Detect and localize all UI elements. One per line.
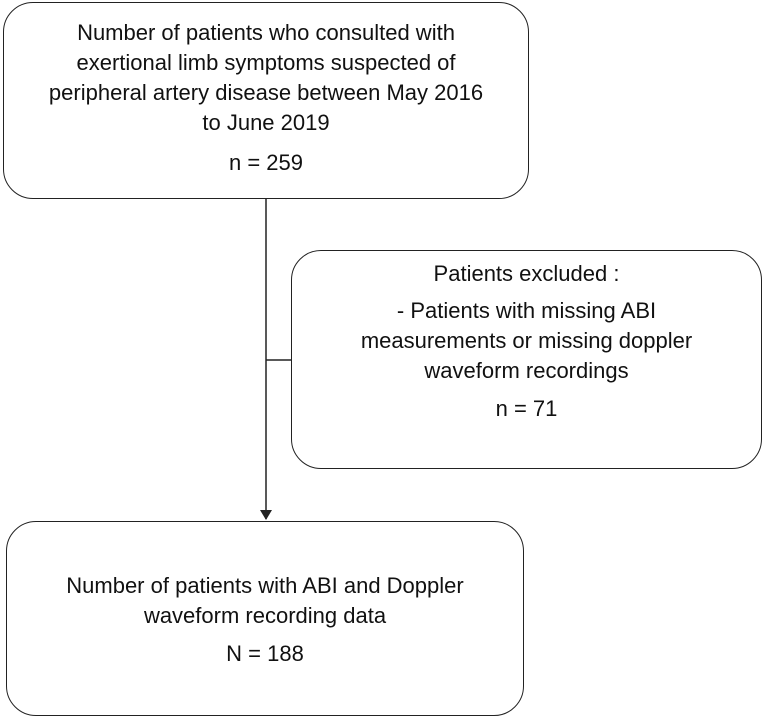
excluded-reason-line-1: - Patients with missing ABI [396, 298, 657, 323]
included-patients-box: Number of patients with ABI and Doppler … [6, 521, 524, 716]
eligible-description-line-1: Number of patients who consulted with [77, 20, 455, 45]
eligible-count: n = 259 [228, 150, 303, 175]
eligible-description-line-3: peripheral artery disease between May 20… [48, 80, 484, 105]
eligible-patients-box: Number of patients who consulted with ex… [3, 2, 529, 199]
excluded-reason-line-3: waveform recordings [424, 358, 629, 383]
eligible-description-line-2: exertional limb symptoms suspected of [76, 50, 456, 75]
included-description-line-1: Number of patients with ABI and Doppler [66, 573, 464, 598]
included-count: N = 188 [226, 641, 304, 666]
excluded-patients-box: Patients excluded : - Patients with miss… [291, 250, 762, 469]
excluded-heading: Patients excluded : [433, 261, 620, 286]
excluded-count: n = 71 [495, 396, 558, 421]
eligible-description-line-4: to June 2019 [202, 110, 330, 135]
included-description-line-2: waveform recording data [143, 603, 387, 628]
excluded-reason-line-2: measurements or missing doppler [360, 328, 693, 353]
